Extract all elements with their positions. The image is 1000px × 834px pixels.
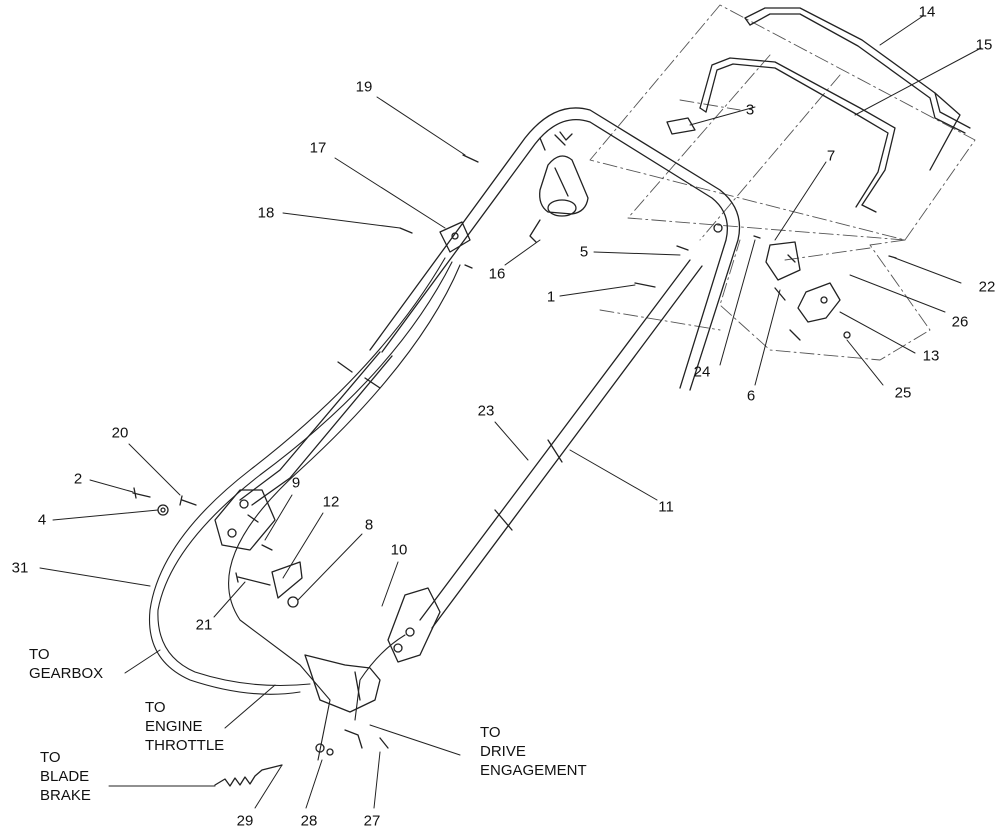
label-to-drive-engagement: TO DRIVE ENGAGEMENT	[480, 724, 587, 779]
shift-lever-16	[529, 155, 589, 243]
brake-spring	[214, 764, 283, 787]
callout-20: 20	[111, 424, 129, 442]
callout-22: 22	[978, 278, 996, 296]
decal-3	[666, 117, 696, 135]
bail-15	[699, 57, 896, 213]
callout-14: 14	[918, 3, 936, 21]
engagement-bracket	[304, 654, 381, 749]
callout-29: 29	[236, 812, 254, 830]
callout-15: 15	[975, 36, 993, 54]
callout-4: 4	[37, 511, 47, 529]
callout-10: 10	[390, 541, 408, 559]
construction-lines	[589, 4, 976, 361]
callout-7: 7	[826, 147, 836, 165]
callout-13: 13	[922, 347, 940, 365]
throttle-17	[439, 221, 471, 253]
callout-3: 3	[745, 101, 755, 119]
callout-16: 16	[488, 265, 506, 283]
upper-handle	[369, 107, 741, 391]
callout-31: 31	[11, 559, 29, 577]
callout-5: 5	[579, 243, 589, 261]
callout-28: 28	[300, 812, 318, 830]
bail-14	[744, 7, 971, 171]
callout-23: 23	[477, 402, 495, 420]
callout-1: 1	[546, 288, 556, 306]
callout-26: 26	[951, 313, 969, 331]
callout-25: 25	[894, 384, 912, 402]
label-to-gearbox: TO GEARBOX	[29, 646, 104, 682]
bracket-6	[765, 241, 801, 301]
cable-31	[148, 257, 461, 761]
handle-tube-11	[419, 259, 703, 629]
bracket-13	[789, 282, 841, 341]
callout-24: 24	[693, 363, 711, 381]
lower-handle-left	[239, 351, 393, 506]
callout-21: 21	[195, 616, 213, 634]
callout-9: 9	[291, 474, 301, 492]
callout-27: 27	[363, 812, 381, 830]
bracket-10	[387, 587, 441, 663]
bracket-9	[214, 489, 276, 551]
callout-2: 2	[73, 470, 83, 488]
callout-11: 11	[658, 498, 674, 516]
hardware-parts	[132, 131, 897, 756]
callout-18: 18	[257, 204, 275, 222]
callout-12: 12	[322, 493, 340, 511]
label-to-blade-brake: TO BLADE BRAKE	[40, 749, 91, 804]
leader-lines	[39, 15, 982, 809]
label-to-engine-throttle: TO ENGINE THROTTLE	[145, 699, 225, 754]
callout-8: 8	[364, 516, 374, 534]
callout-19: 19	[355, 78, 373, 96]
callout-6: 6	[746, 387, 756, 405]
callout-17: 17	[309, 139, 327, 157]
